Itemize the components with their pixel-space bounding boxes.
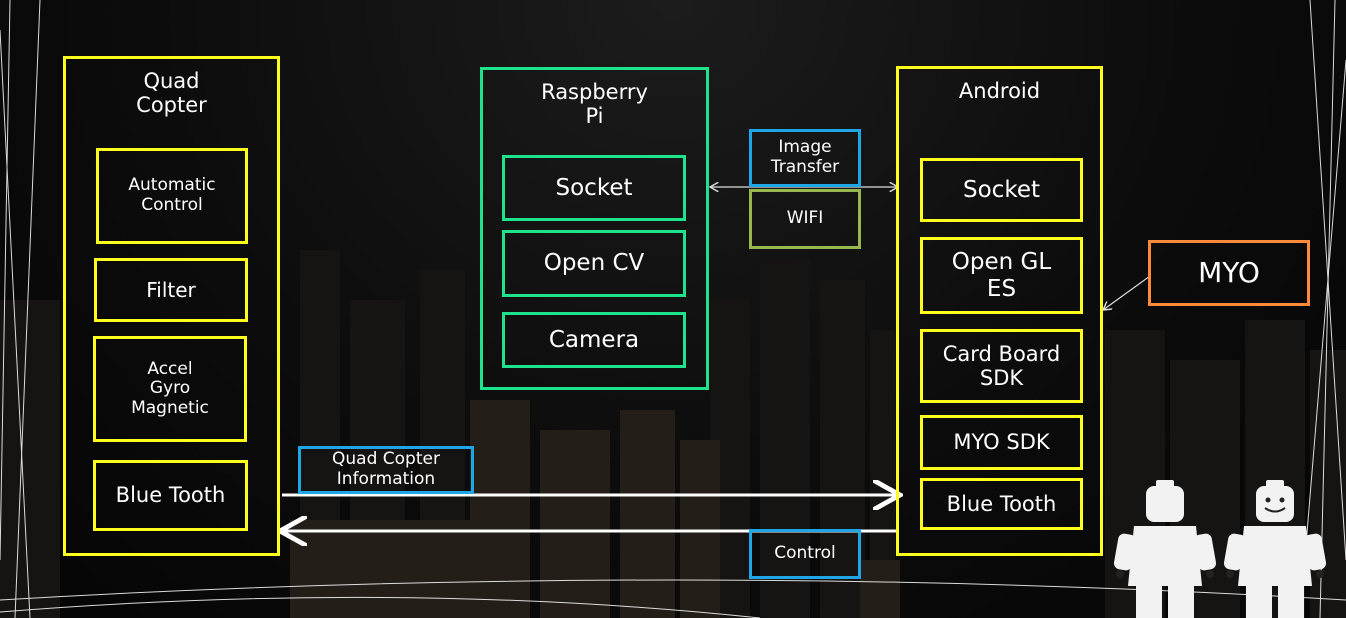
android-module-bluetooth: Blue Tooth bbox=[920, 478, 1083, 530]
raspberry-module-opencv: Open CV bbox=[502, 230, 686, 297]
android-module-opengl-es: Open GL ES bbox=[920, 237, 1083, 314]
link-control: Control bbox=[749, 529, 861, 579]
android-container: Android bbox=[896, 66, 1103, 556]
android-module-myo-sdk: MYO SDK bbox=[920, 415, 1083, 470]
quadcopter-title: Quad Copter bbox=[136, 69, 207, 118]
quadcopter-module-bluetooth: Blue Tooth bbox=[93, 460, 248, 531]
android-module-socket: Socket bbox=[920, 158, 1083, 222]
lego-figures-icon bbox=[1113, 480, 1327, 618]
android-title: Android bbox=[958, 79, 1041, 103]
myo-device: MYO bbox=[1148, 240, 1310, 306]
link-wifi: WIFI bbox=[749, 189, 861, 249]
quadcopter-container: Quad Copter bbox=[63, 56, 280, 556]
raspberry-container: Raspberry Pi bbox=[480, 67, 709, 390]
link-image-transfer: Image Transfer bbox=[749, 129, 861, 187]
quadcopter-module-sensors: Accel Gyro Magnetic bbox=[93, 336, 247, 442]
quadcopter-module-filter: Filter bbox=[94, 258, 248, 322]
raspberry-title: Raspberry Pi bbox=[541, 80, 648, 129]
raspberry-module-camera: Camera bbox=[502, 312, 686, 368]
raspberry-module-socket: Socket bbox=[502, 155, 686, 221]
link-quad-copter-information: Quad Copter Information bbox=[298, 446, 474, 494]
quadcopter-module-automatic-control: Automatic Control bbox=[96, 148, 248, 244]
android-module-cardboard-sdk: Card Board SDK bbox=[920, 329, 1083, 403]
